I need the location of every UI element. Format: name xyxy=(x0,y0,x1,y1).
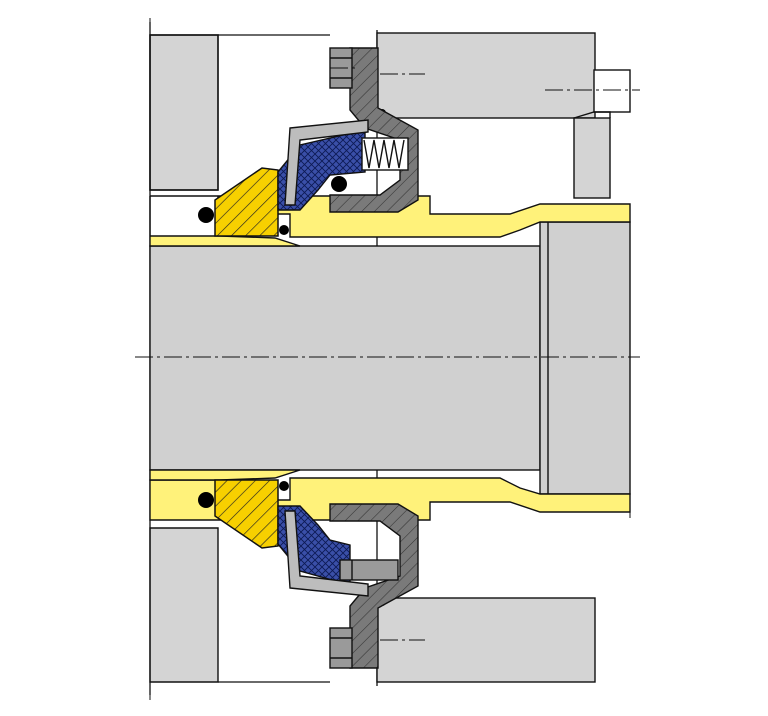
drive-screw xyxy=(339,559,399,581)
shaft xyxy=(149,221,631,495)
o-rings xyxy=(198,109,386,606)
centerlines xyxy=(135,18,640,700)
spring xyxy=(361,137,409,171)
hex-bolt-lower xyxy=(329,627,353,669)
housing xyxy=(149,34,219,683)
stationary-seat xyxy=(214,167,279,549)
clamp-collar xyxy=(573,69,631,199)
gland-plate xyxy=(284,47,419,669)
